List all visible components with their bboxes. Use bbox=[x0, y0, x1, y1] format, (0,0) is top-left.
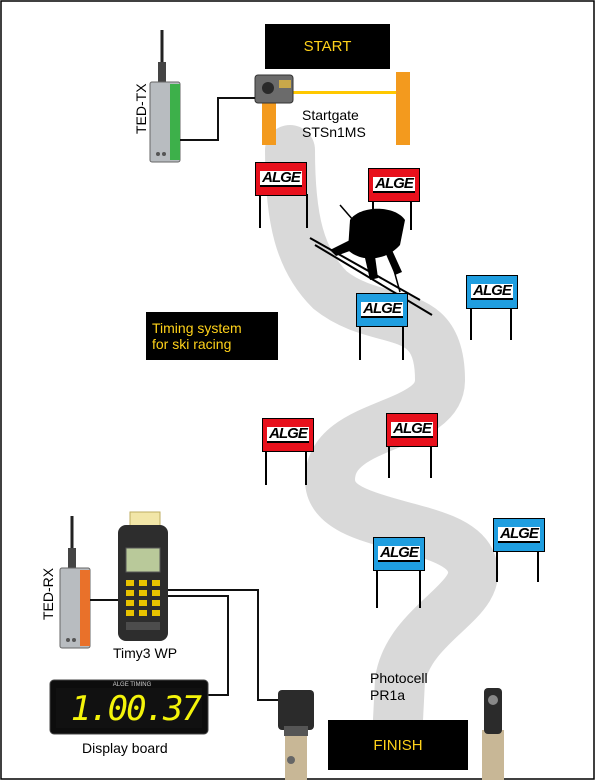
ted-rx-label: TED-RX bbox=[40, 567, 56, 620]
gate-logo: ALGE bbox=[378, 544, 420, 562]
skier-silhouette bbox=[309, 204, 433, 316]
startgate-wand bbox=[292, 91, 396, 94]
cable-timy-display bbox=[168, 595, 229, 696]
startgate-device bbox=[254, 74, 294, 104]
photocell-label: Photocell PR1a bbox=[370, 670, 450, 704]
display-label: Display board bbox=[82, 740, 168, 756]
gate-logo: ALGE bbox=[361, 300, 403, 318]
photocell-line1: Photocell bbox=[370, 670, 428, 686]
caption-box: Timing system for ski racing bbox=[146, 312, 278, 360]
startgate-label: Startgate STSn1MS bbox=[302, 107, 392, 141]
photocell-right bbox=[482, 688, 504, 780]
startgate-line2: STSn1MS bbox=[302, 124, 366, 140]
caption-line1: Timing system bbox=[152, 320, 242, 336]
gate-logo: ALGE bbox=[498, 525, 540, 543]
photocell-line2: PR1a bbox=[370, 687, 406, 703]
gate-sign-blue-4: ALGE bbox=[373, 537, 425, 571]
startgate-post-left bbox=[262, 95, 276, 145]
gate-sign-blue-3: ALGE bbox=[493, 518, 545, 552]
ted-rx-device bbox=[59, 516, 91, 649]
gate-sign-red-1: ALGE bbox=[255, 162, 307, 196]
ted-tx-device bbox=[149, 30, 181, 163]
gate-sign-red-3: ALGE bbox=[386, 413, 438, 447]
caption-line2: for ski racing bbox=[152, 336, 232, 352]
start-box: START bbox=[265, 24, 390, 69]
timy3-device bbox=[118, 511, 168, 641]
gate-logo: ALGE bbox=[260, 169, 302, 187]
cable-tx-startgate bbox=[180, 97, 255, 141]
startgate-post-right bbox=[396, 72, 410, 145]
gate-sign-red-4: ALGE bbox=[262, 418, 314, 452]
finish-box: FINISH bbox=[328, 720, 468, 770]
gate-logo: ALGE bbox=[391, 420, 433, 438]
gate-poles bbox=[259, 194, 539, 608]
display-board bbox=[49, 679, 209, 735]
ted-tx-label: TED-TX bbox=[133, 83, 149, 134]
display-brand: ALGE TIMING bbox=[112, 682, 152, 688]
gate-logo: ALGE bbox=[267, 425, 309, 443]
ski-track bbox=[265, 125, 498, 745]
startgate-line1: Startgate bbox=[302, 107, 359, 123]
finish-label: FINISH bbox=[373, 736, 423, 754]
gate-logo: ALGE bbox=[471, 282, 513, 300]
display-value: 1.00.37 bbox=[70, 689, 202, 729]
photocell-left bbox=[278, 690, 314, 780]
gate-sign-blue-2: ALGE bbox=[356, 293, 408, 327]
gate-sign-red-2: ALGE bbox=[368, 168, 420, 202]
timy-label: Timy3 WP bbox=[113, 645, 178, 661]
gate-sign-blue-1: ALGE bbox=[466, 275, 518, 309]
gate-logo: ALGE bbox=[373, 175, 415, 193]
cable-timy-photocell bbox=[168, 589, 280, 701]
start-label: START bbox=[303, 38, 352, 55]
